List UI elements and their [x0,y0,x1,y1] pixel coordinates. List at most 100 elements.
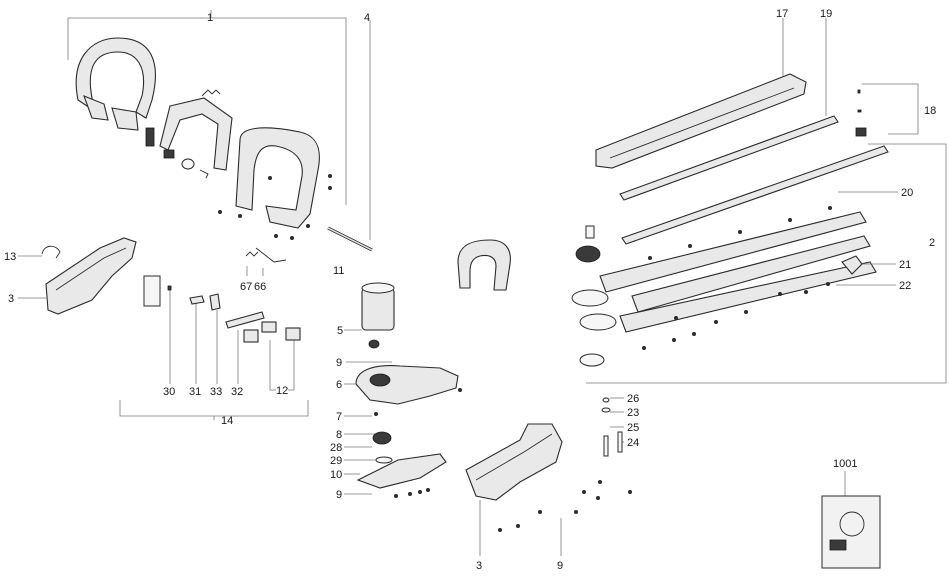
callout-3a: 3 [8,293,14,305]
springs-67-66: 67 66 [240,247,287,293]
cable-clip [41,245,61,259]
callout-11: 11 [333,265,344,277]
pin-30 [167,285,172,291]
bracket-1 [67,17,347,205]
cutting-blade-lower [619,261,877,333]
bracket-18 [862,83,919,135]
callout-31: 31 [189,386,201,398]
washer-23 [601,407,611,413]
callout-1: 1 [207,12,213,24]
handle-frame-middle [159,97,233,171]
cutting-blade-upper [599,211,867,293]
callout-22: 22 [899,280,911,292]
gear-pin [585,225,595,239]
washer [181,158,195,170]
handle-housing-half [45,237,137,315]
gear-cover [355,365,459,405]
leader-12a [269,340,276,391]
blade-eye-upper [571,289,609,307]
spring-67 [245,251,259,257]
motor-top [361,282,395,294]
callout-25: 25 [627,422,639,434]
callout-17: 17 [776,8,788,20]
housing-shell [465,423,563,501]
guide-rail-upper [619,115,839,201]
callout-24: 24 [627,437,639,449]
housing-ridge-2 [475,433,553,481]
label-plate [143,275,161,307]
callout-9a: 9 [336,357,342,369]
callout-2: 2 [929,237,935,249]
gearbox-assembly: 5 9 6 7 8 28 29 10 9 [330,282,462,501]
blade-washer [579,353,605,367]
callout-5: 5 [337,325,343,337]
drive-gear [575,245,601,263]
callout-10: 10 [330,469,342,481]
motor [361,287,395,331]
trigger-31 [189,295,205,305]
callout-7: 7 [336,411,342,423]
callout-6: 6 [336,379,342,391]
clip-18 [855,127,867,137]
group-14-switch-parts: 14 30 31 33 32 12 [119,275,309,427]
callout-9c: 9 [557,560,563,572]
gear-washer [375,456,393,464]
left-motor-housing: 13 3 [4,237,137,315]
handle-clamp-right [111,107,139,131]
callout-32: 32 [231,386,243,398]
front-handle [75,37,156,119]
washer-26 [602,397,610,403]
gearbox-screws [374,388,462,498]
callout-8: 8 [336,429,342,441]
switch-slide [225,311,265,329]
gear-cover-hub [369,373,391,387]
callout-30: 30 [163,386,175,398]
blade-guard [595,73,807,169]
handle-housing-rear [235,127,320,229]
callout-12: 12 [276,385,288,397]
housing-screws [218,174,332,240]
bolt-24a [603,435,609,457]
wire-66 [255,247,287,263]
small-hardware: 26 23 25 24 [601,393,639,457]
group-2-blade-assembly: 2 17 19 18 20 21 22 [571,8,947,384]
switch-32 [243,329,259,343]
manual-card-symbol [829,539,847,551]
callout-23: 23 [627,407,639,419]
callout-67: 67 [240,281,252,293]
bolt-24b [617,431,623,453]
callout-13: 13 [4,251,16,263]
handle-clip [145,127,155,147]
callout-21: 21 [899,259,911,271]
guide-rail-lower [621,145,889,245]
blade-adjuster [841,255,863,275]
callout-3b: 3 [476,560,482,572]
callout-29: 29 [330,455,342,467]
manual-card [821,495,881,569]
small-handle [457,239,511,291]
blade-guard-edge [609,87,795,159]
callout-9b: 9 [336,489,342,501]
pin-b [857,109,862,113]
guide-rod-highlight [327,227,373,251]
pin-a [857,89,861,94]
callout-66: 66 [254,281,266,293]
pinion [368,339,380,349]
spring [201,89,221,97]
callout-26: 26 [627,393,639,405]
main-housing: 3 9 [465,423,632,572]
blade-bolts [642,206,832,350]
cutting-blade-middle [631,235,871,313]
housing-ridge [55,247,127,291]
switch-block [261,321,277,333]
small-clip [163,149,175,159]
leader-12b [288,340,295,391]
callout-1001: 1001 [833,458,857,470]
inset-1001: 1001 [821,458,881,569]
handle-clamp-left [83,95,109,121]
blade-eye-lower [579,313,617,331]
callout-18: 18 [924,105,936,117]
callout-4: 4 [364,12,370,24]
manual-card-graphic [839,511,865,537]
